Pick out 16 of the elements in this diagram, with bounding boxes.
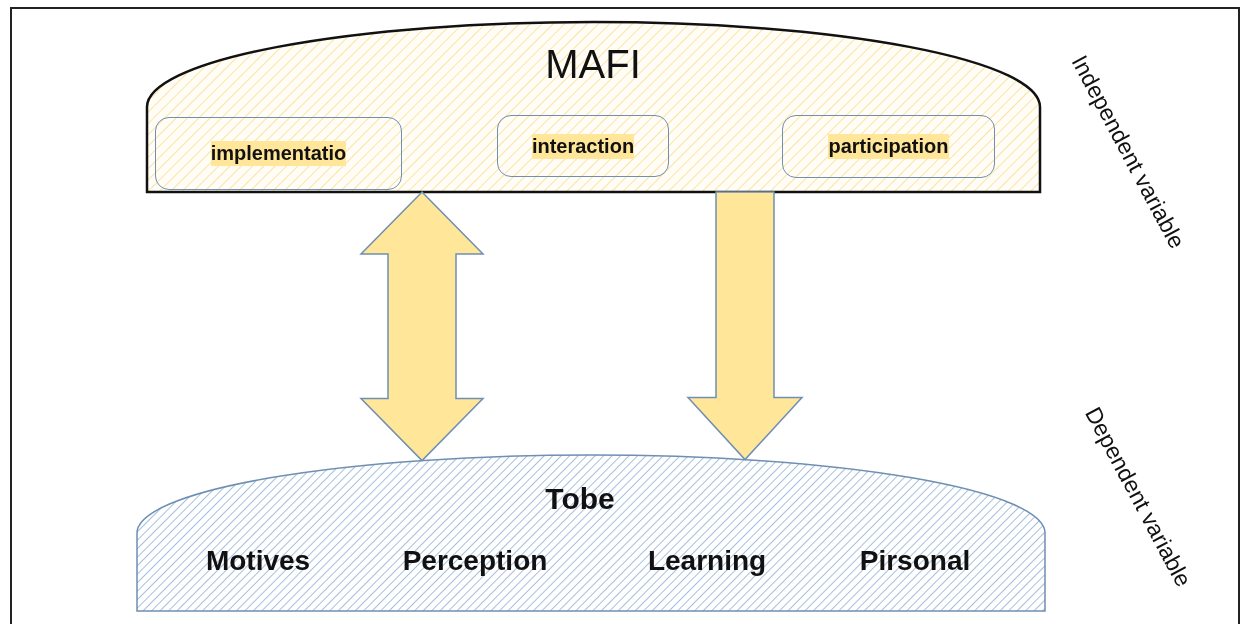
node-label: Perception — [402, 545, 548, 577]
node-label: Learning — [647, 545, 767, 577]
dome-shape — [136, 454, 1046, 612]
node-label: Pirsonal — [859, 545, 971, 577]
block-arrow — [686, 191, 804, 461]
highlighted-label: implementatio — [210, 141, 347, 166]
node-title: Tobe — [545, 482, 615, 516]
node-label: Motives — [205, 545, 311, 577]
block-arrow — [359, 190, 485, 462]
highlighted-label: interaction — [531, 133, 635, 159]
highlighted-label: participation — [828, 134, 949, 159]
node-title: MAFI — [545, 41, 641, 87]
rounded-box — [155, 117, 402, 190]
dome-shape — [145, 20, 1042, 194]
rounded-box — [782, 115, 995, 178]
rounded-box — [497, 115, 669, 177]
